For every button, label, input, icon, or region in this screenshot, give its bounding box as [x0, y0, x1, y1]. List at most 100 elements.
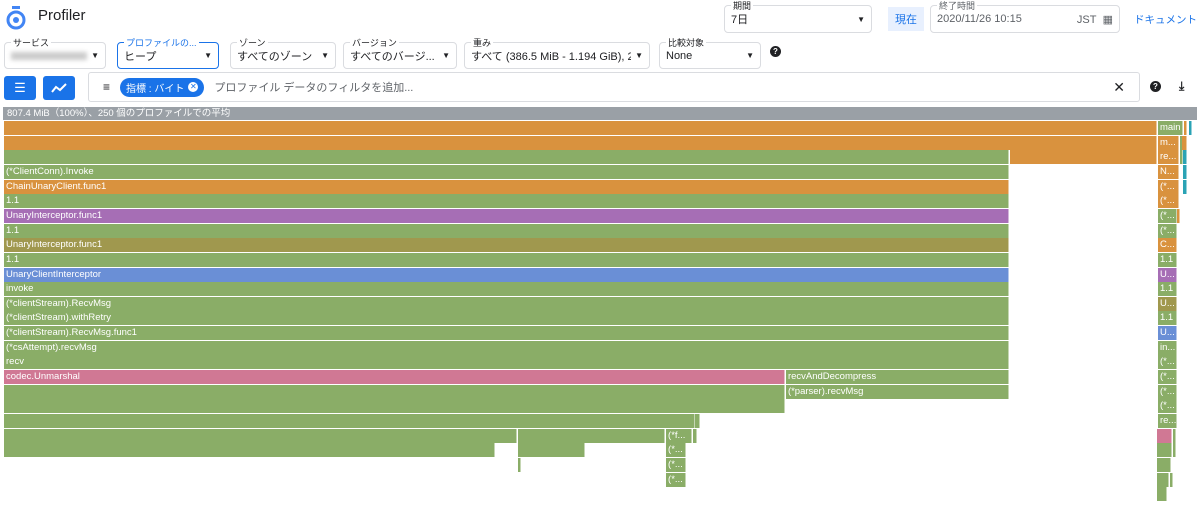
service-label: サービス [11, 36, 52, 49]
zone-select[interactable]: ゾーンすべてのゾーン▼ [230, 36, 336, 69]
flame-frame[interactable] [1170, 472, 1173, 487]
flame-frame[interactable]: in... [1157, 340, 1178, 355]
download-icon[interactable]: ⤓ [1179, 79, 1185, 93]
flame-frame[interactable]: invoke [4, 282, 1009, 297]
flame-frame[interactable]: recv [4, 355, 1009, 370]
compare-label: 比較対象 [666, 36, 707, 49]
flame-frame[interactable]: (*... [1157, 194, 1179, 209]
flame-frame[interactable]: (*csAttempt).recvMsg [4, 340, 1009, 355]
flame-frame[interactable]: N... [1157, 164, 1179, 179]
flame-frame[interactable]: (*... [1157, 355, 1178, 370]
flame-frame[interactable]: ChainUnaryClient.func1 [4, 179, 1009, 194]
flame-frame[interactable]: UnaryInterceptor.func1 [4, 208, 1009, 223]
flame-frame[interactable]: (*... [1157, 208, 1178, 223]
metric-chip[interactable]: 指標 : バイト✕ [120, 77, 205, 97]
flame-frame[interactable]: (*... [1157, 179, 1179, 194]
flame-frame[interactable]: (*... [1157, 370, 1178, 385]
flame-frame[interactable] [1157, 428, 1173, 443]
filter-icon[interactable]: ≡ [103, 80, 111, 94]
flame-frame[interactable] [517, 457, 521, 472]
timeline-view-button[interactable] [43, 76, 75, 100]
flame-frame[interactable]: (*... [1157, 384, 1178, 399]
flame-frame[interactable] [4, 414, 695, 428]
profile-type-select[interactable]: プロファイルの...ヒープ▼ [117, 36, 219, 69]
flame-frame[interactable] [4, 150, 1009, 165]
flame-frame[interactable] [1188, 121, 1192, 135]
version-select[interactable]: バージョンすべてのバージ...▼ [343, 36, 457, 69]
clear-icon[interactable]: ✕ [1113, 78, 1125, 95]
flame-frame[interactable]: UnaryClientInterceptor [4, 267, 1009, 282]
flame-frame[interactable] [1183, 179, 1187, 194]
flame-frame[interactable]: UnaryInterceptor.func1 [4, 238, 1009, 253]
flame-frame[interactable]: 1.1 [1157, 282, 1178, 297]
flame-frame[interactable]: 1.1 [4, 252, 1009, 267]
help-icon[interactable]: ? [1150, 81, 1161, 92]
chip-close-icon[interactable]: ✕ [188, 82, 199, 92]
flame-frame[interactable]: re... [1157, 414, 1178, 428]
flame-frame[interactable] [1157, 487, 1168, 502]
flame-frame[interactable]: m... [1157, 135, 1179, 150]
flame-frame[interactable] [1157, 472, 1170, 487]
flame-frame[interactable]: 1.1 [4, 223, 1009, 238]
flame-frame[interactable]: (*... [666, 472, 686, 487]
flame-frame[interactable]: (*f... [666, 428, 693, 443]
flame-frame[interactable]: (*ClientConn).Invoke [4, 164, 1009, 179]
list-view-button[interactable]: ☰ [4, 76, 36, 100]
flame-frame[interactable] [517, 428, 665, 443]
flame-frame[interactable] [695, 414, 700, 428]
filter-input[interactable]: プロファイル データのフィルタを追加... [214, 82, 414, 94]
flame-frame[interactable] [1177, 208, 1181, 223]
flame-frame[interactable] [4, 121, 1158, 135]
metric-chip-label: 指標 : バイト [126, 83, 185, 95]
flame-frame[interactable]: U... [1157, 267, 1178, 282]
flame-frame[interactable]: (*clientStream).RecvMsg.func1 [4, 326, 1009, 341]
flame-frame[interactable]: (*parser).recvMsg [785, 384, 1009, 399]
help-icon[interactable]: ? [770, 46, 781, 57]
flame-frame[interactable] [4, 135, 1158, 150]
flame-frame[interactable] [1183, 121, 1187, 135]
flame-frame[interactable]: 1.1 [1157, 311, 1178, 326]
flame-frame[interactable] [1157, 457, 1171, 472]
calendar-icon[interactable]: ▦ [1102, 13, 1113, 26]
flame-frame[interactable] [1010, 150, 1158, 165]
flame-frame[interactable]: (*... [666, 443, 686, 458]
flame-frame[interactable]: 1.1 [4, 194, 1009, 209]
flame-frame[interactable]: main [1157, 121, 1183, 135]
flame-frame[interactable]: C... [1157, 238, 1178, 253]
flame-frame[interactable]: U... [1157, 296, 1178, 311]
flame-frame[interactable]: U... [1157, 326, 1178, 341]
flame-frame[interactable] [1183, 164, 1187, 179]
docs-link[interactable]: ドキュメント [1134, 14, 1197, 26]
flame-root-summary[interactable]: 807.4 MiB（100%）、250 個のプロファイルでの平均 [3, 107, 1197, 120]
flame-frame[interactable]: (*clientStream).RecvMsg [4, 296, 1009, 311]
profile-type-value: ヒープ [124, 50, 157, 63]
flame-frame[interactable] [1172, 428, 1176, 443]
flame-frame[interactable] [1157, 443, 1173, 458]
flame-frame[interactable] [4, 443, 495, 458]
flame-frame[interactable] [1172, 443, 1176, 458]
flame-frame[interactable] [1182, 135, 1187, 150]
flame-frame[interactable]: re... [1157, 150, 1179, 165]
profiler-logo-icon [6, 6, 26, 30]
flame-frame[interactable] [4, 384, 785, 399]
flame-frame[interactable]: (*... [1157, 223, 1178, 238]
flame-frame[interactable] [692, 428, 698, 443]
flame-frame[interactable] [1180, 150, 1184, 165]
flame-frame[interactable] [1183, 150, 1187, 165]
flame-frame[interactable]: (*clientStream).withRetry [4, 311, 1009, 326]
flame-frame[interactable]: recvAndDecompress [785, 370, 1009, 385]
flame-frame[interactable] [517, 443, 585, 458]
flame-frame[interactable]: (*... [666, 457, 686, 472]
flame-frame[interactable]: (*... [1157, 399, 1178, 414]
flame-frame[interactable] [4, 399, 785, 414]
flame-frame[interactable]: codec.Unmarshal [4, 370, 785, 385]
now-button[interactable]: 現在 [888, 7, 924, 31]
flame-frame[interactable]: 1.1 [1157, 252, 1178, 267]
filter-bar[interactable]: ≡ 指標 : バイト✕ プロファイル データのフィルタを追加... ✕ [88, 72, 1140, 102]
flame-frame[interactable] [4, 428, 518, 443]
service-select[interactable]: サービス▼ [4, 36, 106, 69]
